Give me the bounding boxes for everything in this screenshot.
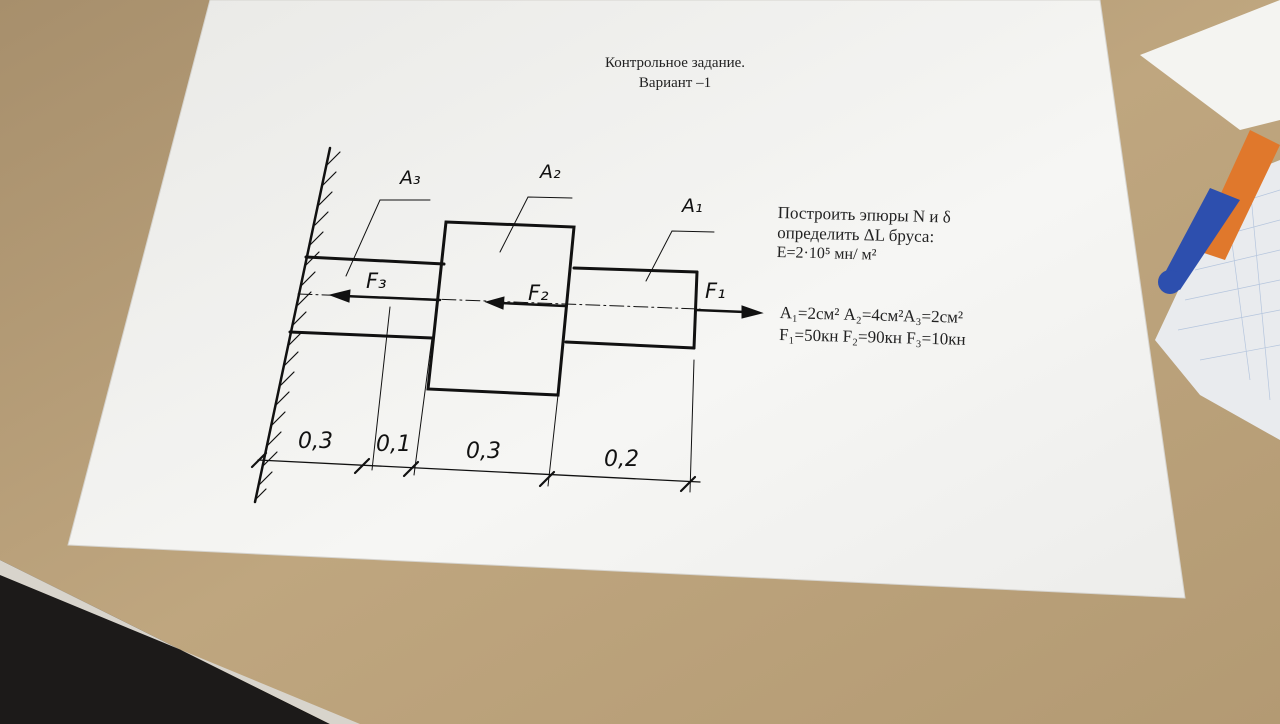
dimension-4: 0,2 [604, 447, 639, 472]
assignment-title: Контрольное задание. Вариант –1 [525, 53, 825, 93]
dimension-2: 0,1 [376, 432, 411, 457]
title-line: Контрольное задание. [604, 55, 746, 71]
bar-diagram [250, 146, 764, 504]
dimension-3: 0,3 [466, 439, 501, 464]
label-a3: A₃ [398, 167, 421, 189]
variant-line: Вариант –1 [638, 75, 712, 91]
task-text: Построить эпюры N и δ определить ΔL брус… [776, 203, 951, 268]
paper-corner-top-right [1140, 0, 1280, 130]
paper-sheet [67, 0, 1186, 599]
dimension-1: 0,3 [298, 429, 333, 454]
label-a1: A₁ [680, 195, 703, 217]
dimension-ticks [250, 451, 697, 493]
label-f2: F₂ [528, 281, 549, 305]
pen [1158, 130, 1280, 294]
label-a2: A₂ [538, 161, 561, 183]
label-f1: F₁ [705, 279, 726, 303]
given-data: A₁=2см² A₂=4см²A₃=2см² F₁=50кн F₂=90кн F… [779, 302, 967, 351]
wall-hatching [254, 151, 341, 501]
label-f3: F₃ [366, 269, 387, 293]
